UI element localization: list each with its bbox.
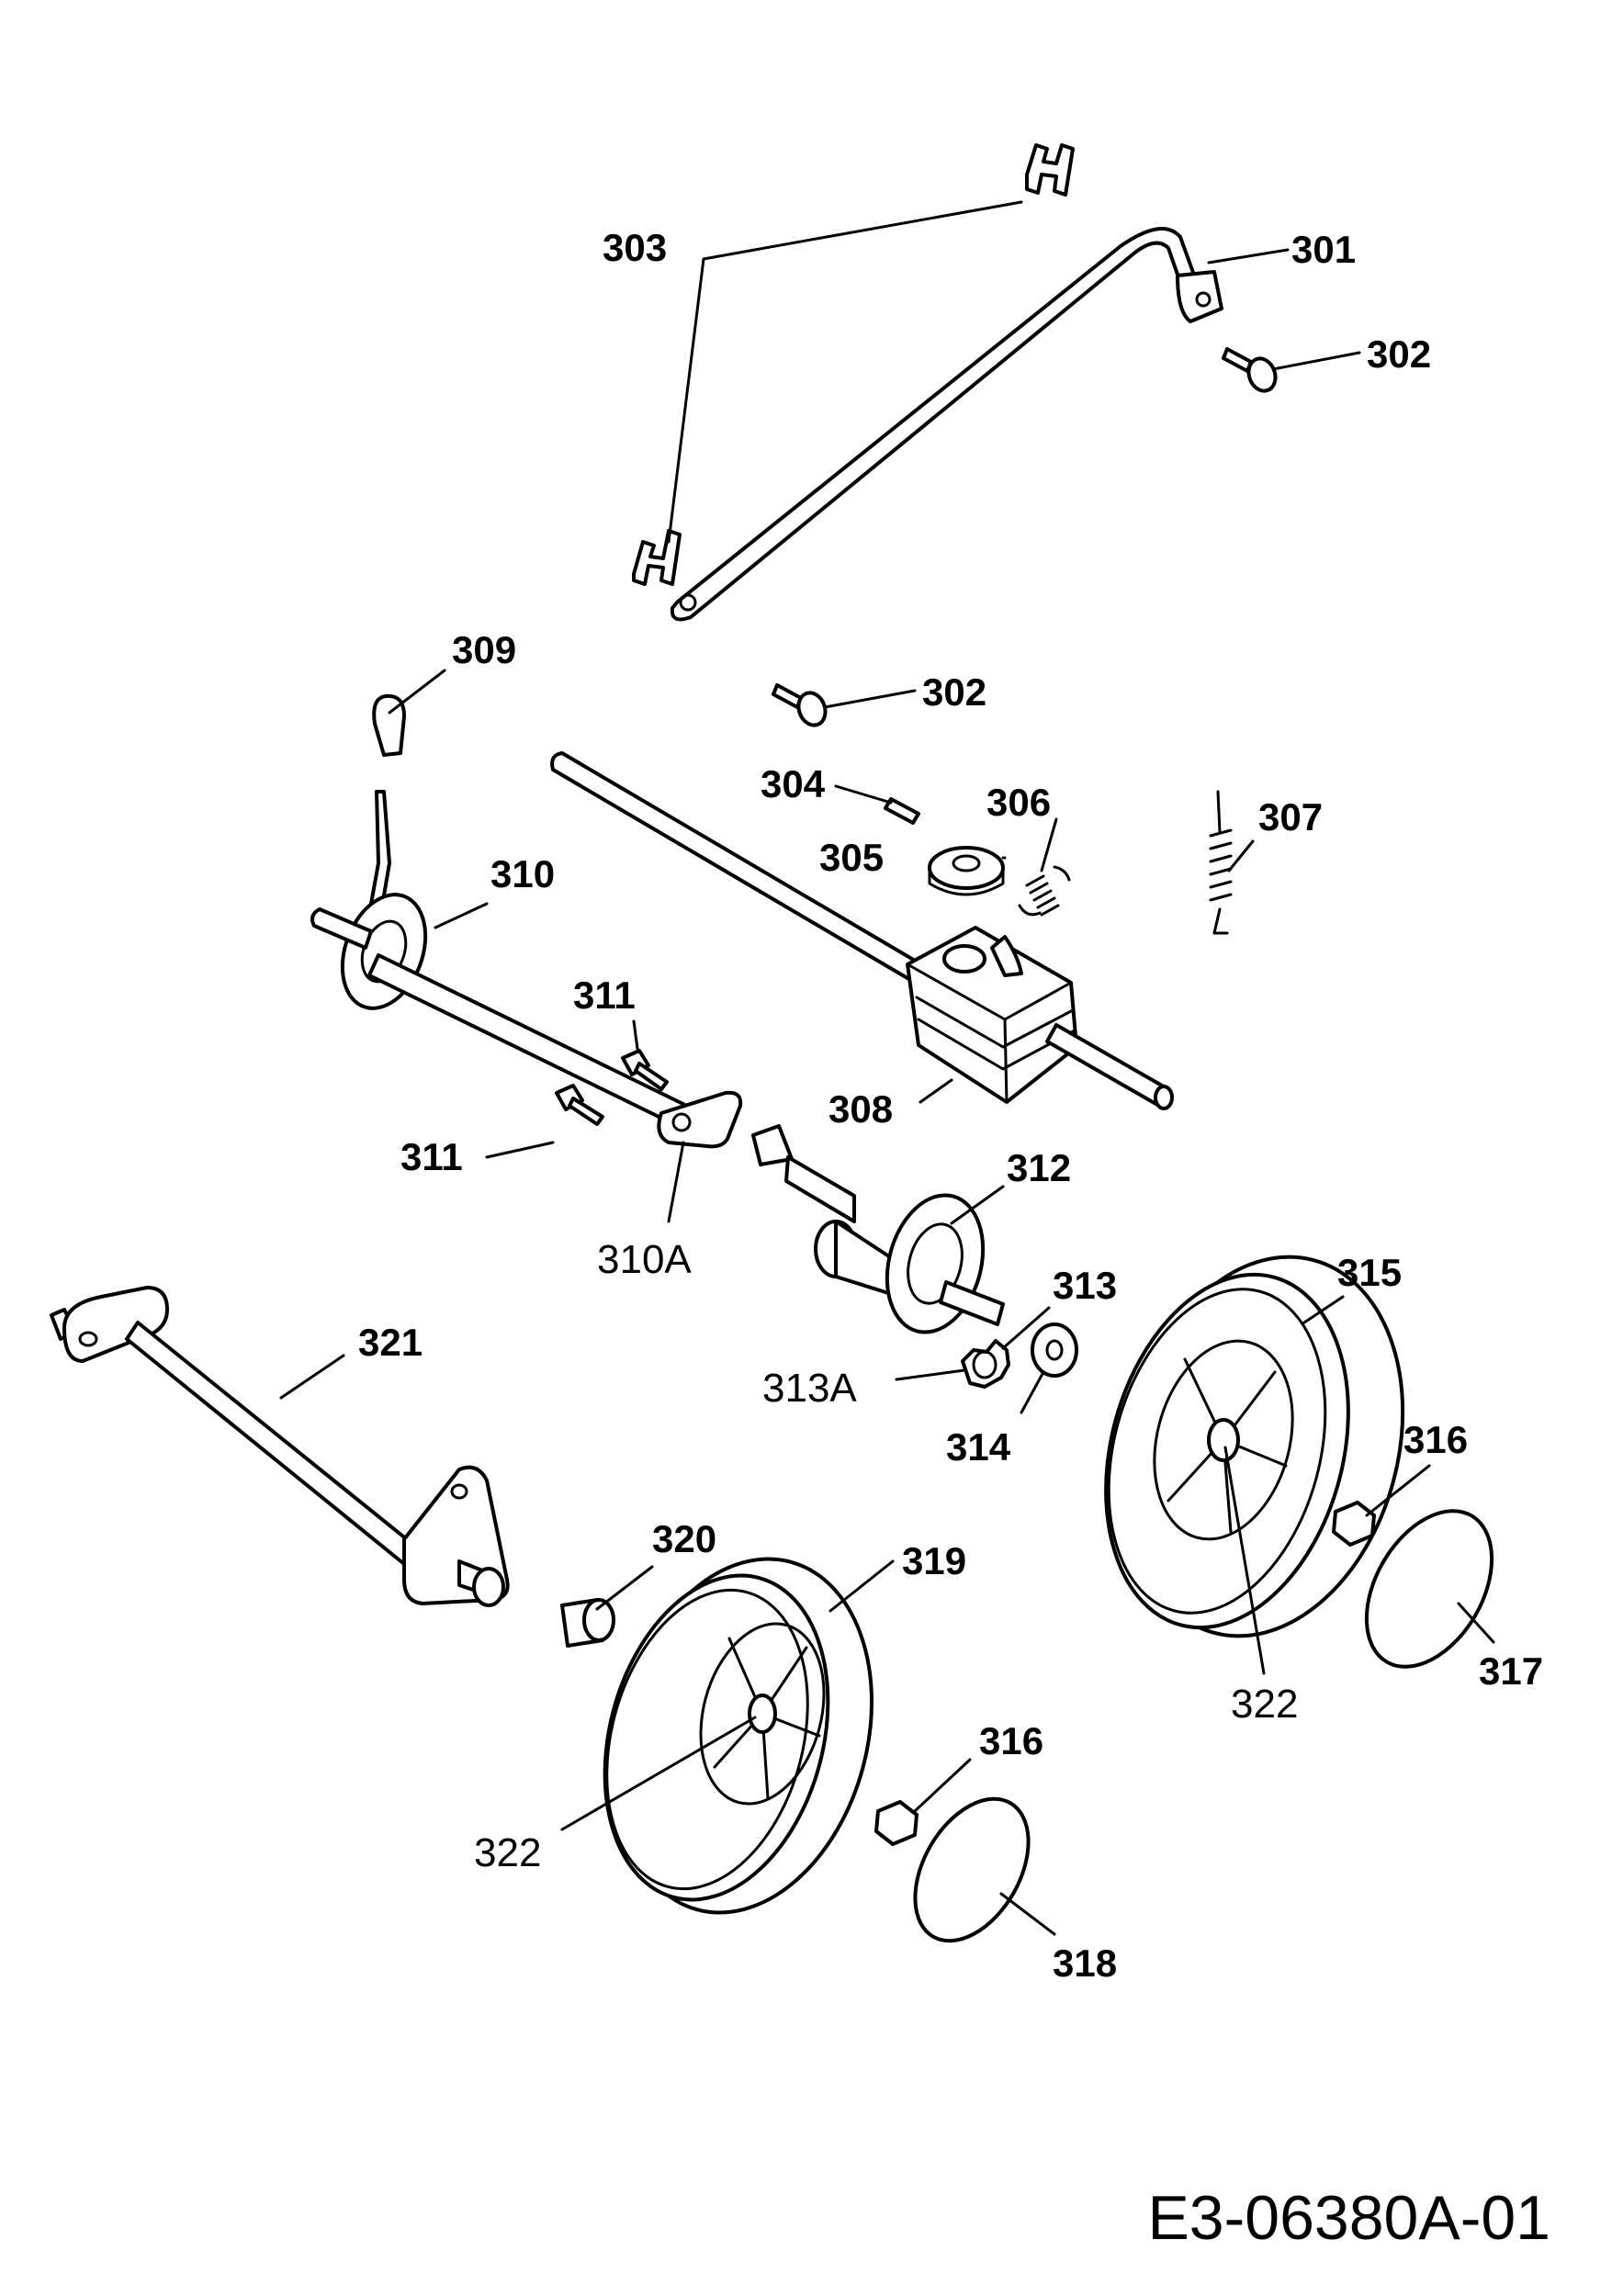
part-304-dowel — [884, 797, 920, 825]
drawing-code: E3-06380A-01 — [1147, 2183, 1550, 2253]
part-311-bolt-upper — [621, 1049, 669, 1091]
part-321-rear-axle — [50, 1286, 510, 1607]
callout-313a: 313A — [762, 1366, 857, 1411]
part-307-spring — [1209, 790, 1233, 935]
part-309-knob — [372, 693, 406, 757]
callout-322-upper: 322 — [1231, 1682, 1298, 1727]
callout-314: 314 — [946, 1425, 1011, 1469]
callout-306: 306 — [986, 781, 1051, 824]
part-302-pin-middle — [772, 683, 828, 727]
part-312-drive-hub — [751, 1124, 1005, 1334]
part-305-washer — [928, 846, 1005, 896]
callout-302-middle: 302 — [922, 670, 986, 714]
part-301-drive-bar — [670, 227, 1223, 622]
callout-309: 309 — [452, 628, 516, 671]
callout-305: 305 — [819, 836, 884, 879]
part-319-wheel — [603, 1557, 874, 1915]
callout-302-top: 302 — [1367, 332, 1431, 376]
callout-310a: 310A — [597, 1237, 692, 1282]
part-314-washer — [1031, 1322, 1078, 1378]
leader-lines — [279, 200, 1495, 1936]
callout-303: 303 — [603, 226, 667, 269]
part-310a-plate — [657, 1090, 743, 1149]
callout-317: 317 — [1479, 1649, 1543, 1693]
callout-319: 319 — [902, 1539, 966, 1582]
part-317-hub-cap — [1364, 1509, 1494, 1669]
callout-312: 312 — [1007, 1146, 1071, 1189]
part-311-bolt-lower — [555, 1084, 604, 1126]
part-316-nut-lower — [874, 1800, 919, 1846]
callout-301: 301 — [1291, 228, 1356, 271]
part-313a-pinion — [961, 1339, 1010, 1389]
part-303-clip-top — [1025, 143, 1075, 197]
part-302-pin-top — [1222, 347, 1278, 393]
part-320-spacer — [560, 1598, 615, 1648]
part-306-spring — [1018, 865, 1071, 917]
callout-311-lower: 311 — [400, 1135, 463, 1178]
callout-304: 304 — [761, 762, 826, 805]
callout-321: 321 — [358, 1321, 423, 1364]
callout-316-upper: 316 — [1403, 1418, 1468, 1461]
callout-307: 307 — [1258, 795, 1323, 838]
part-316-nut-upper — [1332, 1501, 1376, 1547]
part-318-hub-cap — [913, 1796, 1031, 1943]
part-310-shift-lever — [310, 790, 700, 1133]
callout-315: 315 — [1337, 1251, 1402, 1294]
callout-313: 313 — [1053, 1264, 1117, 1307]
callout-311-upper: 311 — [573, 974, 636, 1017]
part-303-clip-bottom — [632, 529, 682, 586]
callout-322-lower: 322 — [474, 1830, 541, 1875]
callout-320: 320 — [652, 1517, 716, 1560]
callout-318: 318 — [1053, 1941, 1117, 1985]
callout-310: 310 — [490, 852, 555, 895]
part-308-gearbox — [550, 751, 1174, 1110]
callout-308: 308 — [828, 1087, 893, 1131]
callout-316-lower: 316 — [979, 1719, 1043, 1762]
